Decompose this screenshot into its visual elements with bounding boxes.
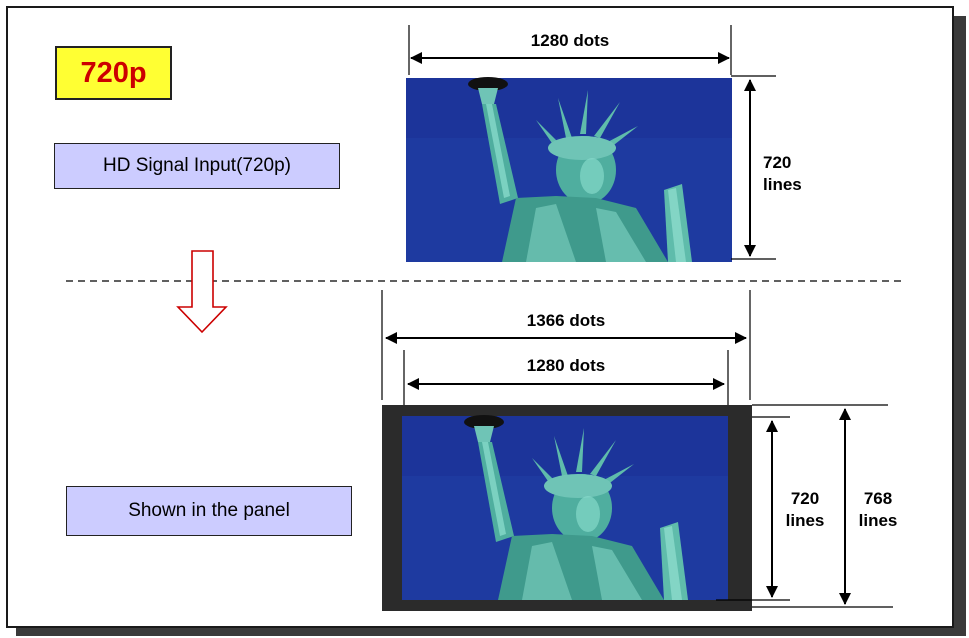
top-height-label: 720 lines (763, 152, 813, 196)
inner-width-label: 1280 dots (526, 356, 606, 375)
outer-height-unit: lines (858, 511, 898, 530)
outer-height-label: 768 lines (852, 488, 904, 532)
top-width-label: 1280 dots (530, 31, 610, 50)
down-arrow-icon (176, 250, 228, 334)
outer-height-number: 768 (863, 489, 893, 508)
inner-height-unit: lines (785, 511, 825, 530)
input-label: HD Signal Input(720p) (54, 143, 340, 189)
resolution-badge: 720p (55, 46, 172, 100)
input-image (406, 77, 732, 262)
top-height-number: 720 (763, 153, 792, 172)
inner-height-number: 720 (790, 489, 820, 508)
outer-width-label: 1366 dots (526, 311, 606, 330)
panel-display (382, 405, 752, 611)
inner-height-label: 720 lines (780, 488, 830, 532)
panel-label: Shown in the panel (66, 486, 352, 536)
top-height-unit: lines (763, 175, 802, 194)
